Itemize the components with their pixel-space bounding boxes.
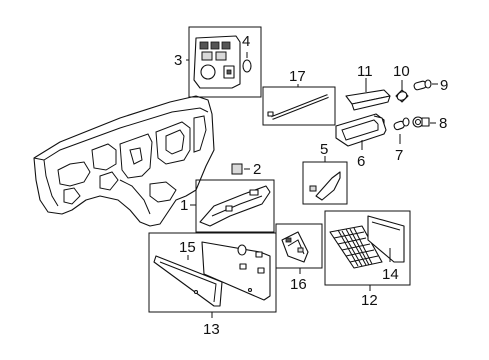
clip-part-2: [231, 163, 243, 175]
tray-part-11: [345, 89, 391, 111]
callout-5: 5: [320, 141, 328, 158]
callout-16: 16: [290, 276, 307, 293]
callout-2: 2: [253, 161, 261, 178]
callout-6: 6: [357, 153, 365, 170]
part-box-17: [262, 86, 336, 126]
compartment-part-6: [335, 113, 387, 147]
part-box-1: [195, 179, 275, 233]
callout-15: 15: [179, 239, 196, 256]
instrument-panel: [33, 95, 215, 227]
callout-8: 8: [439, 115, 447, 132]
callout-12: 12: [361, 292, 378, 309]
panel-part-13: [201, 241, 271, 301]
callout-9: 9: [440, 77, 448, 94]
switch-bezel-part: [193, 35, 241, 89]
callout-3: 3: [174, 52, 182, 69]
callout-1: 1: [180, 197, 188, 214]
bulb-part-9: [413, 79, 432, 91]
bulb-part-8: [412, 116, 430, 128]
callout-13: 13: [203, 321, 220, 338]
bracket-part-5: [315, 171, 341, 201]
switch-part-4: [242, 59, 252, 73]
panel-part-15: [153, 255, 223, 307]
part-box-16: [275, 223, 323, 269]
part-box-12-14: [324, 210, 411, 286]
callout-17: 17: [289, 68, 306, 85]
cover-part-14: [367, 215, 405, 263]
bracket-part-16: [281, 231, 309, 263]
lower-panel-part-1: [199, 185, 271, 227]
callout-4: 4: [242, 33, 250, 50]
bulb-part-7: [393, 117, 410, 131]
callout-11: 11: [357, 63, 373, 80]
callout-14: 14: [382, 266, 399, 283]
bulb-part-10: [395, 89, 409, 103]
net-part-12: [329, 225, 383, 269]
callout-7: 7: [395, 147, 403, 164]
part-box-3-4: [188, 26, 262, 98]
callout-10: 10: [393, 63, 410, 80]
